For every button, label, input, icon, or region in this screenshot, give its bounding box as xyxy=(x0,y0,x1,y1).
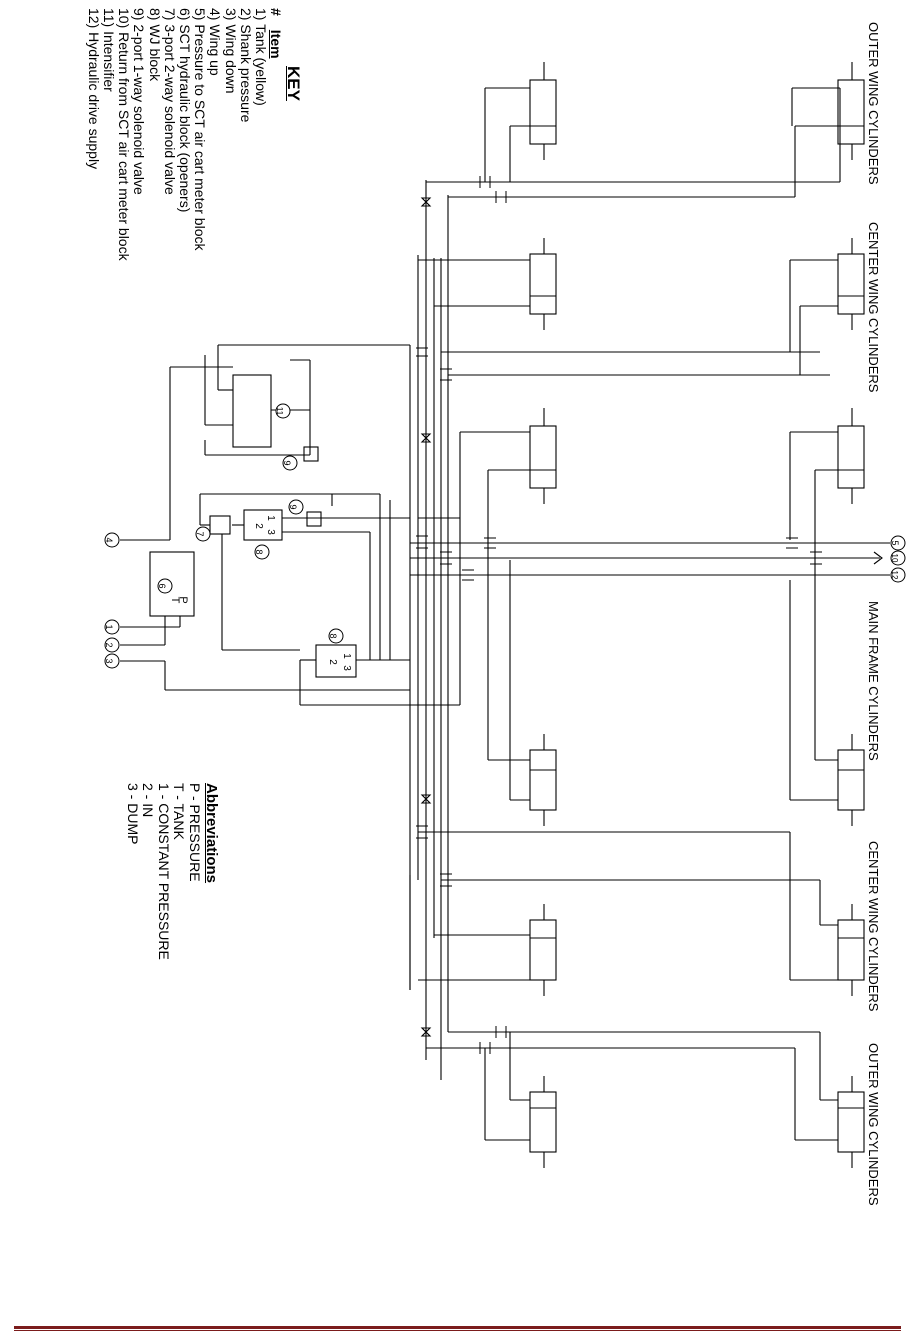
cylinder xyxy=(837,1091,865,1153)
cylinder xyxy=(837,919,865,981)
wj-lower-port-2: 2 xyxy=(327,659,338,665)
callout-4 xyxy=(104,532,120,548)
solenoid-valve-9-mid xyxy=(306,511,322,527)
callout-1 xyxy=(104,619,120,635)
callout-8b xyxy=(328,628,344,644)
solenoid-valve-9-top xyxy=(303,446,319,462)
abbreviation-item: 1 - CONSTANT PRESSURE xyxy=(156,783,172,960)
callout-12 xyxy=(890,567,906,583)
key-col-item: Item xyxy=(268,29,284,59)
group-label-outer-wing-bottom: OUTER WING CYLINDERS xyxy=(866,1043,881,1206)
callout-12-label: 12 xyxy=(890,571,899,580)
callout-3-label: 3 xyxy=(104,658,114,663)
sct-hydraulic-block xyxy=(149,551,195,617)
callout-9a xyxy=(282,455,298,471)
footer-rule-thin xyxy=(14,1330,901,1331)
cylinder xyxy=(529,749,557,811)
callout-10-label: 10 xyxy=(890,554,899,563)
callout-2 xyxy=(104,637,120,653)
cylinder xyxy=(529,79,557,145)
cylinder xyxy=(529,1091,557,1153)
key-legend: KEY # Item 1) Tank (yellow) 2) Shank pres… xyxy=(85,8,303,261)
key-item: 5) Pressure to SCT air cart meter block xyxy=(192,8,209,251)
key-item: 11) Intensifier xyxy=(100,8,117,92)
callout-9b xyxy=(288,499,304,515)
abbreviation-item: P - PRESSURE xyxy=(187,783,203,882)
intensifier-block xyxy=(232,374,272,448)
key-item: 12) Hydraulic drive supply xyxy=(85,8,102,170)
callout-8a-label: 8 xyxy=(254,549,264,554)
key-item: 8) WJ block xyxy=(146,8,163,82)
cylinder xyxy=(837,253,865,315)
ball-valve xyxy=(420,794,432,804)
callout-5 xyxy=(890,535,906,551)
callout-9b-label: 9 xyxy=(288,504,298,509)
callout-3 xyxy=(104,653,120,669)
cylinder xyxy=(837,749,865,811)
callout-1-label: 1 xyxy=(104,624,114,629)
key-item: 3) Wing down xyxy=(222,8,239,94)
callout-11 xyxy=(275,403,291,419)
abbreviations-title: Abbreviations xyxy=(203,783,220,884)
wj-upper-port-3: 3 xyxy=(265,529,276,535)
ball-valve xyxy=(420,1027,432,1037)
callout-2-label: 2 xyxy=(104,642,114,647)
abbreviation-item: 3 - DUMP xyxy=(125,783,141,845)
group-label-main-frame: MAIN FRAME CYLINDERS xyxy=(866,601,881,761)
cylinder xyxy=(837,425,865,489)
key-header: # Item xyxy=(268,8,284,261)
abbreviation-item: 2 - IN xyxy=(140,783,157,818)
abbreviation-item: T - TANK xyxy=(171,783,188,840)
callout-6-label: 6 xyxy=(157,583,167,588)
ball-valve xyxy=(420,433,432,443)
wj-block-lower xyxy=(315,644,357,678)
cylinder xyxy=(529,253,557,315)
wj-upper-port-1: 1 xyxy=(265,515,276,521)
key-title: KEY xyxy=(284,66,303,101)
key-item: 6) SCT hydraulic block (openers) xyxy=(176,8,193,213)
key-item: 4) Wing up xyxy=(207,8,224,76)
callout-10 xyxy=(890,550,906,566)
solenoid-valve-7 xyxy=(209,515,231,535)
callout-7 xyxy=(195,526,211,542)
group-label-center-wing-bottom: CENTER WING CYLINDERS xyxy=(866,841,881,1012)
callout-9a-label: 9 xyxy=(282,460,292,465)
key-item: 9) 2-port 1-way solenoid valve xyxy=(131,8,148,195)
wj-lower-port-1: 1 xyxy=(341,653,352,659)
wj-lower-port-3: 3 xyxy=(341,665,352,671)
check-valve xyxy=(873,551,883,565)
key-item: 10) Return from SCT air cart meter block xyxy=(116,8,133,261)
callout-8b-label: 8 xyxy=(328,633,338,638)
wj-upper-port-2: 2 xyxy=(253,523,264,529)
callout-4-label: 4 xyxy=(104,537,114,542)
group-label-outer-wing-top: OUTER WING CYLINDERS xyxy=(866,22,881,185)
key-item: 1) Tank (yellow) xyxy=(253,8,269,106)
callout-8a xyxy=(254,544,270,560)
callout-11-label: 11 xyxy=(275,407,284,416)
footer-rule xyxy=(14,1326,901,1329)
callout-5-label: 5 xyxy=(890,540,900,545)
ball-valve xyxy=(420,197,432,207)
key-col-number: # xyxy=(268,8,284,16)
block6-port-p: P xyxy=(177,596,189,603)
cylinder xyxy=(837,79,865,145)
key-item: 2) Shank pressure xyxy=(237,8,254,123)
callout-7-label: 7 xyxy=(195,531,205,536)
cylinder xyxy=(529,425,557,489)
block6-port-t: T xyxy=(169,597,181,604)
abbreviations-legend: Abbreviations P - PRESSURE T - TANK 1 - … xyxy=(125,783,220,960)
cylinder xyxy=(529,919,557,981)
callout-6 xyxy=(157,578,173,594)
group-label-center-wing-top: CENTER WING CYLINDERS xyxy=(866,222,881,393)
key-item: 7) 3-port 2-way solenoid valve xyxy=(161,8,178,195)
